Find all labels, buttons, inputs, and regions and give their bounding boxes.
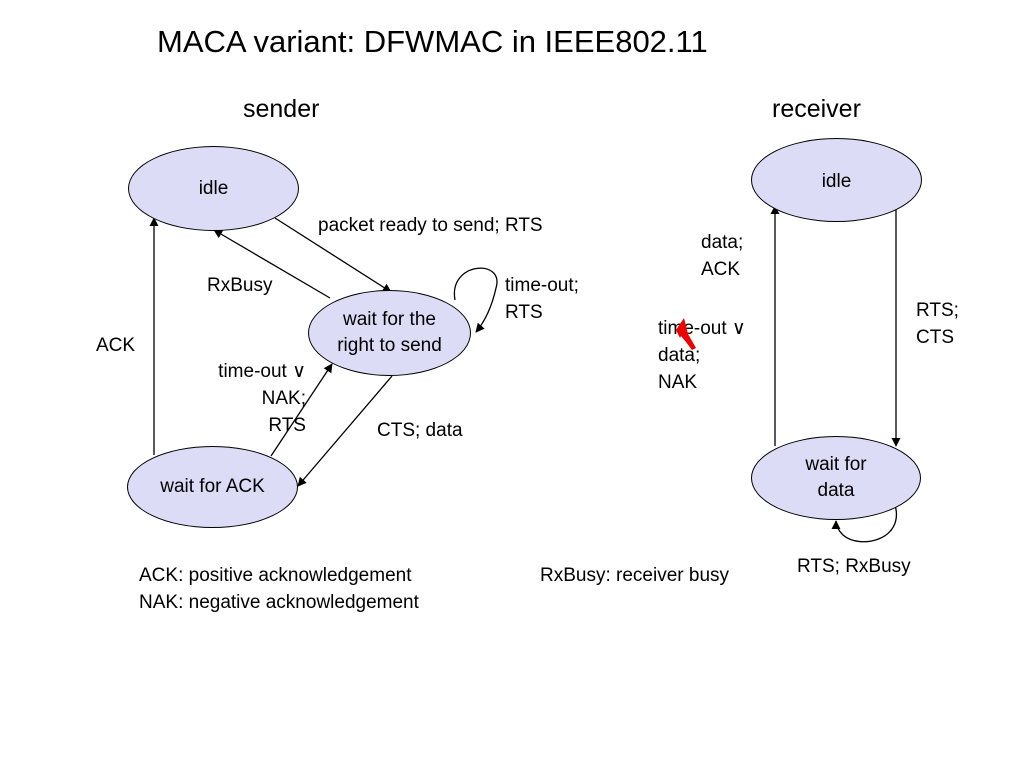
- edge-wait-right-to-idle: [213, 229, 331, 299]
- edge-wait-right-selfloop: [453, 267, 498, 333]
- label-rts-rxbusy: RTS; RxBusy: [797, 556, 911, 577]
- label-cts-data: CTS; data: [377, 420, 463, 441]
- receiver-state-idle: idle: [751, 138, 922, 222]
- edge-idle-to-wait-right: [274, 217, 392, 293]
- legend-ack: ACK: positive acknowledgement: [139, 565, 412, 586]
- edge-wait-right-to-wait-ack: [297, 375, 393, 487]
- receiver-state-wait-data: wait for data: [751, 436, 921, 520]
- state-label: idle: [198, 177, 229, 199]
- sender-state-wait-right: wait for the right to send: [308, 290, 471, 376]
- label-selfloop-timeout: time-out; RTS: [505, 275, 579, 323]
- lightning-bolt-icon: [676, 318, 696, 350]
- state-label: wait for the right to send: [337, 309, 442, 356]
- label-packet-ready: packet ready to send; RTS: [318, 215, 543, 236]
- sender-state-idle: idle: [128, 146, 299, 231]
- edge-wait-ack-to-wait-right: [270, 363, 333, 457]
- sender-state-wait-ack: wait for ACK: [127, 446, 298, 528]
- legend-rxbusy: RxBusy: receiver busy: [540, 565, 730, 586]
- state-label: idle: [821, 171, 852, 192]
- label-rxbusy: RxBusy: [207, 275, 273, 296]
- page-title: MACA variant: DFWMAC in IEEE802.11: [157, 24, 708, 59]
- label-timeout-nak: time-out ∨ NAK; RTS: [218, 361, 306, 436]
- edge-wait-data-selfloop: [831, 504, 898, 543]
- state-label: wait for ACK: [160, 476, 265, 497]
- label-data-ack: data; ACK: [701, 232, 744, 280]
- legend-nak: NAK: negative acknowledgement: [139, 592, 419, 613]
- state-label: wait for data: [805, 454, 867, 501]
- label-timeout-data-nak: time-out ∨ data; NAK: [658, 318, 746, 393]
- label-ack: ACK: [96, 335, 136, 356]
- label-rts-cts: RTS; CTS: [916, 300, 959, 348]
- sender-heading: sender: [243, 95, 320, 123]
- receiver-heading: receiver: [772, 95, 861, 123]
